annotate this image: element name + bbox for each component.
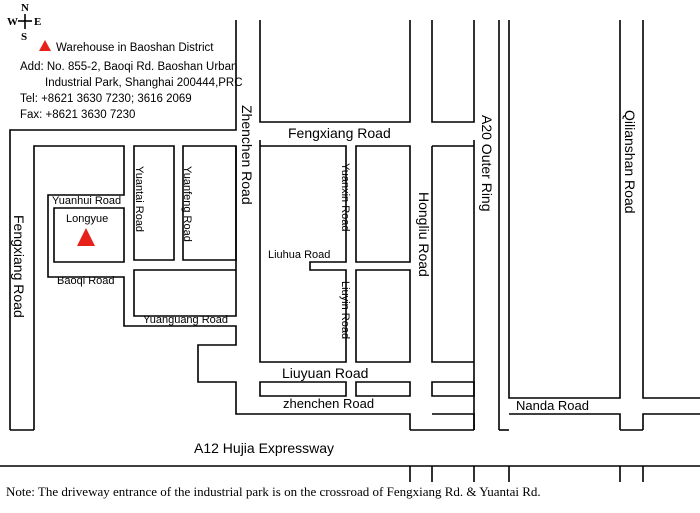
label-a20: A20 Outer Ring xyxy=(479,115,495,212)
legend: Warehouse in Baoshan District Add: No. 8… xyxy=(20,40,243,121)
legend-fax: Fax: +8621 3630 7230 xyxy=(20,109,135,121)
compass-w: W xyxy=(7,16,18,28)
label-fengxiang-left: Fengxiang Road xyxy=(11,215,27,318)
compass-e: E xyxy=(34,16,41,28)
longyue-site: Longyue xyxy=(66,213,108,246)
compass-s: S xyxy=(21,31,27,43)
compass: N W E S xyxy=(7,2,41,43)
label-qilianshan: Qilianshan Road xyxy=(622,110,638,214)
label-hongliu: Hongliu Road xyxy=(416,192,432,277)
label-yuanxin: Yuanxin Road xyxy=(339,163,351,232)
road-network xyxy=(0,20,700,482)
legend-title: Warehouse in Baoshan District xyxy=(56,42,214,54)
label-zhenchen-horizontal: zhenchen Road xyxy=(283,396,374,411)
compass-n: N xyxy=(21,2,29,14)
footer-note: Note: The driveway entrance of the indus… xyxy=(6,484,541,499)
label-liuyuan: Liuyuan Road xyxy=(282,365,368,381)
label-yuanguang: Yuanguang Road xyxy=(143,314,228,326)
label-yuanfeng: Yuanfeng Road xyxy=(181,166,193,242)
label-liuyin: Liuyin Road xyxy=(339,281,351,339)
label-fengxiang-top: Fengxiang Road xyxy=(288,125,391,141)
label-yuanhui: Yuanhui Road xyxy=(52,195,121,207)
legend-address-2: Industrial Park, Shanghai 200444,PRC xyxy=(45,77,243,89)
legend-tel: Tel: +8621 3630 7230; 3616 2069 xyxy=(20,93,192,105)
label-liuhua: Liuhua Road xyxy=(268,249,330,261)
label-a12: A12 Hujia Expressway xyxy=(194,440,334,456)
warehouse-marker-icon xyxy=(39,40,51,51)
place-longyue: Longyue xyxy=(66,213,108,225)
road-labels: Fengxiang Road Zhenchen Road A20 Outer R… xyxy=(11,105,638,456)
label-baoqi: Baoqi Road xyxy=(57,275,115,287)
label-yuantai: Yuantai Road xyxy=(133,166,145,232)
legend-address-1: Add: No. 855-2, Baoqi Rd. Baoshan Urban xyxy=(20,61,237,73)
warehouse-location-icon xyxy=(77,228,95,246)
label-zhenchen-vertical: Zhenchen Road xyxy=(239,105,255,205)
label-nanda: Nanda Road xyxy=(516,398,589,413)
map: N W E S Warehouse in Baoshan District Ad… xyxy=(0,2,700,482)
